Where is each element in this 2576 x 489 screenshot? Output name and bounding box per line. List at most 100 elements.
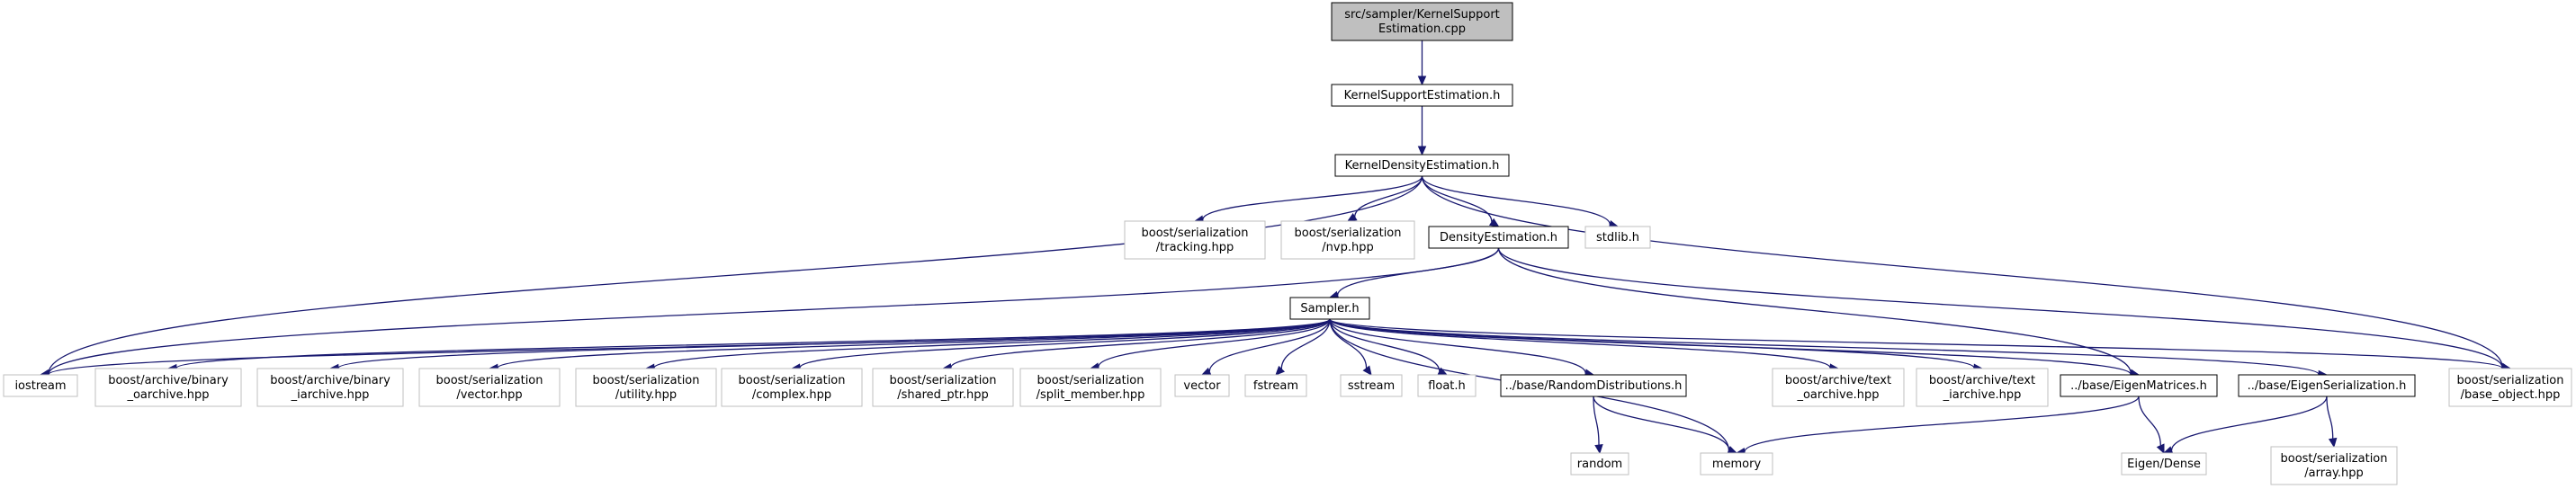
node-bin_oar: boost/archive/binary_oarchive.hpp xyxy=(94,368,242,407)
edge-line xyxy=(48,175,1423,374)
node-label: boost/serialization xyxy=(1141,227,1248,240)
node-label: /nvp.hpp xyxy=(1322,241,1373,254)
node-root[interactable]: src/sampler/KernelSupportEstimation.cpp xyxy=(1331,2,1513,41)
node-kse_h[interactable]: KernelSupportEstimation.h xyxy=(1331,84,1513,107)
nodes-layer: src/sampler/KernelSupportEstimation.cppK… xyxy=(3,2,2572,485)
node-label: random xyxy=(1577,458,1622,471)
node-box xyxy=(1772,368,1905,407)
edge-line xyxy=(1593,396,1730,450)
edge-line xyxy=(1336,247,1500,296)
node-base_object: boost/serialization/base_object.hpp xyxy=(2448,368,2572,407)
node-label: stdlib.h xyxy=(1596,231,1639,244)
node-label: _oarchive.hpp xyxy=(1796,388,1879,402)
edge-kse_h-to-kde_h xyxy=(1417,106,1427,156)
node-box xyxy=(3,374,78,397)
node-de_h[interactable]: DensityEstimation.h xyxy=(1428,226,1569,249)
edge-kde_h-to-de_h xyxy=(1421,175,1500,227)
node-kde_h[interactable]: KernelDensityEstimation.h xyxy=(1334,154,1510,177)
node-box xyxy=(1244,374,1307,397)
node-label: sstream xyxy=(1348,379,1395,393)
node-label: boost/archive/text xyxy=(1785,374,1891,387)
edge-line xyxy=(1329,318,2320,376)
node-box xyxy=(2270,446,2398,485)
node-box xyxy=(1331,84,1513,107)
node-label: boost/serialization xyxy=(889,374,996,387)
node-label: boost/serialization xyxy=(1037,374,1144,387)
node-box xyxy=(575,368,717,407)
edge-line xyxy=(799,318,1331,369)
node-randdist[interactable]: ../base/RandomDistributions.h xyxy=(1500,374,1687,397)
edge-sampler_h-to-bin_iar xyxy=(328,318,1331,373)
node-label: ../base/EigenMatrices.h xyxy=(2070,379,2207,393)
edges-layer xyxy=(39,40,2512,457)
node-label: ../base/RandomDistributions.h xyxy=(1505,379,1683,393)
edge-line xyxy=(48,247,1500,375)
edge-arrowhead xyxy=(1417,146,1427,156)
node-random: random xyxy=(1570,452,1629,476)
edge-de_h-to-eigmat xyxy=(1497,247,2141,378)
edge-arrowhead xyxy=(1594,444,1603,455)
node-box xyxy=(1124,220,1266,260)
edge-line xyxy=(2138,396,2161,446)
edge-sampler_h-to-vector_hpp xyxy=(488,318,1331,373)
node-label: /tracking.hpp xyxy=(1156,241,1234,254)
node-box xyxy=(1331,2,1513,41)
node-box xyxy=(2448,368,2572,407)
node-label: boost/serialization xyxy=(738,374,845,387)
node-label: /split_member.hpp xyxy=(1037,388,1145,402)
node-label: /complex.hpp xyxy=(752,388,831,402)
edge-line xyxy=(1329,318,2503,369)
node-sstream: sstream xyxy=(1340,374,1403,397)
node-label: boost/archive/binary xyxy=(108,374,229,387)
edge-line xyxy=(1280,318,1331,369)
edge-de_h-to-sampler_h xyxy=(1328,247,1500,299)
node-text_oar: boost/archive/text_oarchive.hpp xyxy=(1772,368,1905,407)
node-box xyxy=(94,368,242,407)
node-box xyxy=(2238,374,2416,397)
node-memory: memory xyxy=(1700,452,1773,476)
node-label: memory xyxy=(1712,458,1762,471)
edge-line xyxy=(175,318,1331,369)
edge-arrowhead xyxy=(1417,76,1427,86)
edge-arrowhead xyxy=(2328,437,2338,449)
edge-root-to-kse_h xyxy=(1417,40,1427,86)
node-label: float.h xyxy=(1428,379,1466,393)
node-sampler_h[interactable]: Sampler.h xyxy=(1289,297,1370,320)
edge-randdist-to-memory xyxy=(1593,396,1738,454)
edge-line xyxy=(1497,247,2132,374)
node-box xyxy=(1700,452,1773,476)
edge-line xyxy=(2326,396,2334,440)
edge-arrowhead xyxy=(1275,365,1286,376)
node-shared_ptr: boost/serialization/shared_ptr.hpp xyxy=(872,368,1014,407)
edge-line xyxy=(1202,175,1423,220)
node-box xyxy=(1916,368,2049,407)
edge-randdist-to-random xyxy=(1593,396,1603,455)
edge-arrowhead xyxy=(1362,365,1372,376)
node-label: /array.hpp xyxy=(2304,467,2364,480)
edge-line xyxy=(1421,175,2503,368)
node-box xyxy=(1500,374,1687,397)
node-eigmat[interactable]: ../base/EigenMatrices.h xyxy=(2060,374,2218,397)
edge-arrowhead xyxy=(1346,212,1358,222)
node-label: /shared_ptr.hpp xyxy=(897,388,989,402)
node-box xyxy=(872,368,1014,407)
node-label: /vector.hpp xyxy=(456,388,522,402)
node-vector_hpp: boost/serialization/vector.hpp xyxy=(418,368,561,407)
node-eigser[interactable]: ../base/EigenSerialization.h xyxy=(2238,374,2416,397)
node-fstream: fstream xyxy=(1244,374,1307,397)
node-label: vector xyxy=(1183,379,1221,393)
node-utility: boost/serialization/utility.hpp xyxy=(575,368,717,407)
edge-line xyxy=(1329,318,2132,375)
node-box xyxy=(1289,297,1370,320)
node-label: boost/serialization xyxy=(2456,374,2563,387)
edge-line xyxy=(1329,318,1441,372)
node-box xyxy=(1019,368,1162,407)
node-box xyxy=(1428,226,1569,249)
node-label: boost/serialization xyxy=(592,374,699,387)
node-stdlib: stdlib.h xyxy=(1584,226,1651,249)
node-label: boost/archive/text xyxy=(1929,374,2035,387)
node-tracking: boost/serialization/tracking.hpp xyxy=(1124,220,1266,260)
node-box xyxy=(1417,374,1476,397)
edge-sampler_h-to-fstream xyxy=(1275,318,1331,376)
edge-sampler_h-to-base_object xyxy=(1329,318,2512,373)
